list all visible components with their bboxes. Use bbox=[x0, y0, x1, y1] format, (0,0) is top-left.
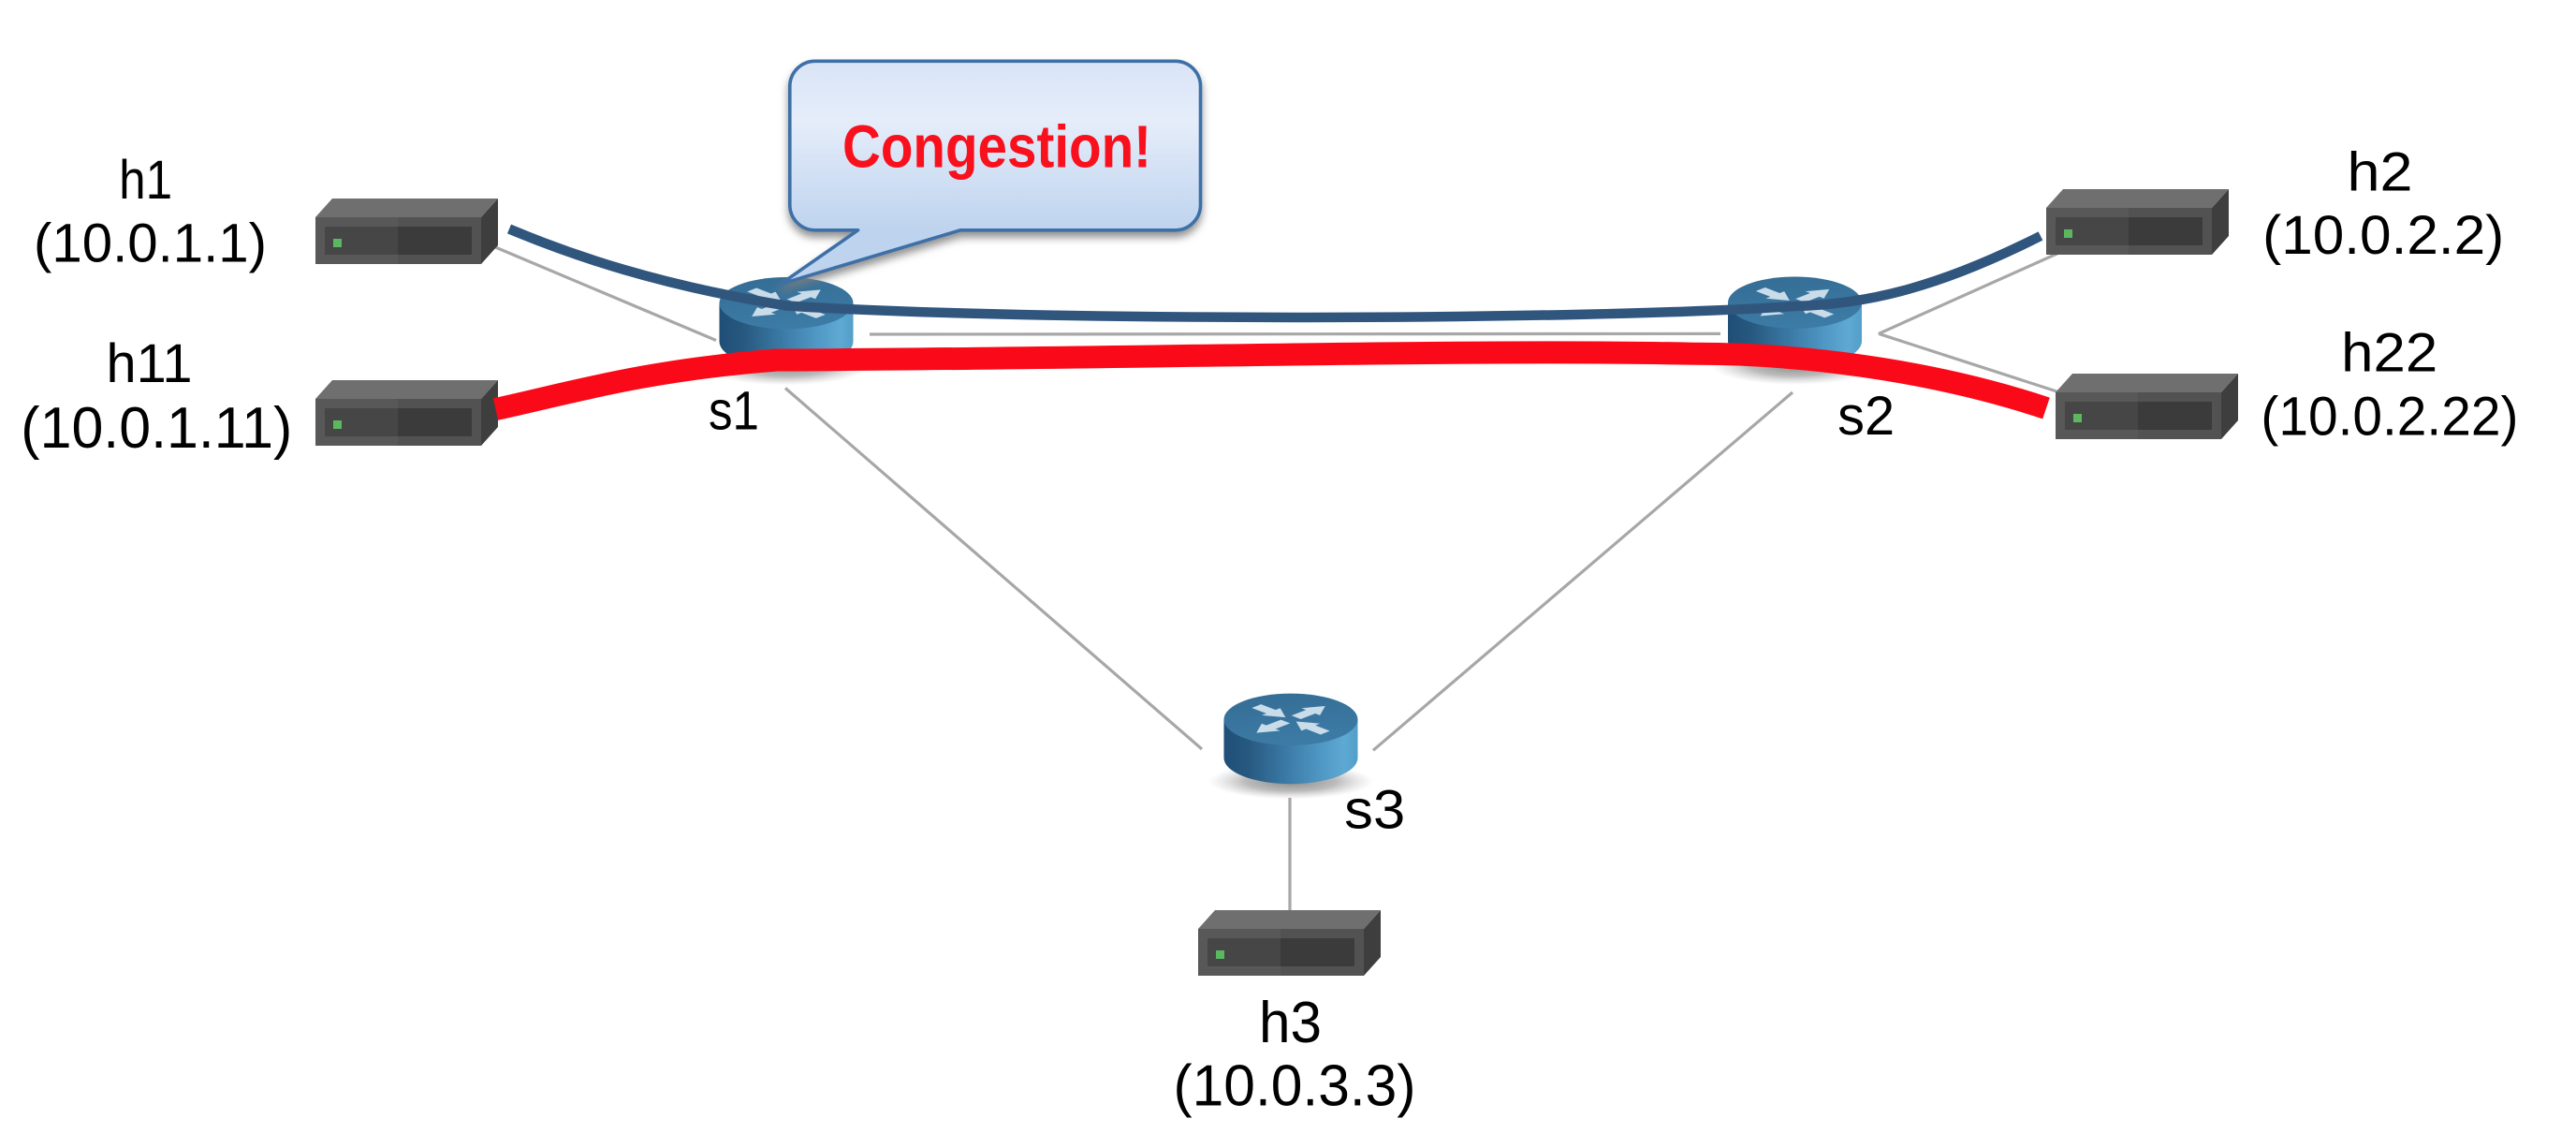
svg-text:h1: h1 bbox=[119, 150, 172, 211]
svg-text:h3: h3 bbox=[1259, 991, 1322, 1055]
svg-text:(10.0.3.3): (10.0.3.3) bbox=[1174, 1053, 1416, 1118]
svg-text:h22: h22 bbox=[2341, 322, 2437, 383]
svg-text:(10.0.1.11): (10.0.1.11) bbox=[21, 396, 292, 461]
svg-text:h2: h2 bbox=[2348, 142, 2413, 203]
svg-text:Congestion!: Congestion! bbox=[842, 113, 1151, 181]
svg-text:s3: s3 bbox=[1344, 780, 1405, 841]
svg-text:(10.0.2.2): (10.0.2.2) bbox=[2262, 205, 2504, 266]
svg-text:h11: h11 bbox=[107, 333, 193, 394]
svg-text:s2: s2 bbox=[1837, 386, 1895, 447]
svg-text:(10.0.1.1): (10.0.1.1) bbox=[34, 213, 267, 274]
svg-text:s1: s1 bbox=[709, 380, 759, 441]
svg-text:(10.0.2.22): (10.0.2.22) bbox=[2261, 386, 2518, 447]
